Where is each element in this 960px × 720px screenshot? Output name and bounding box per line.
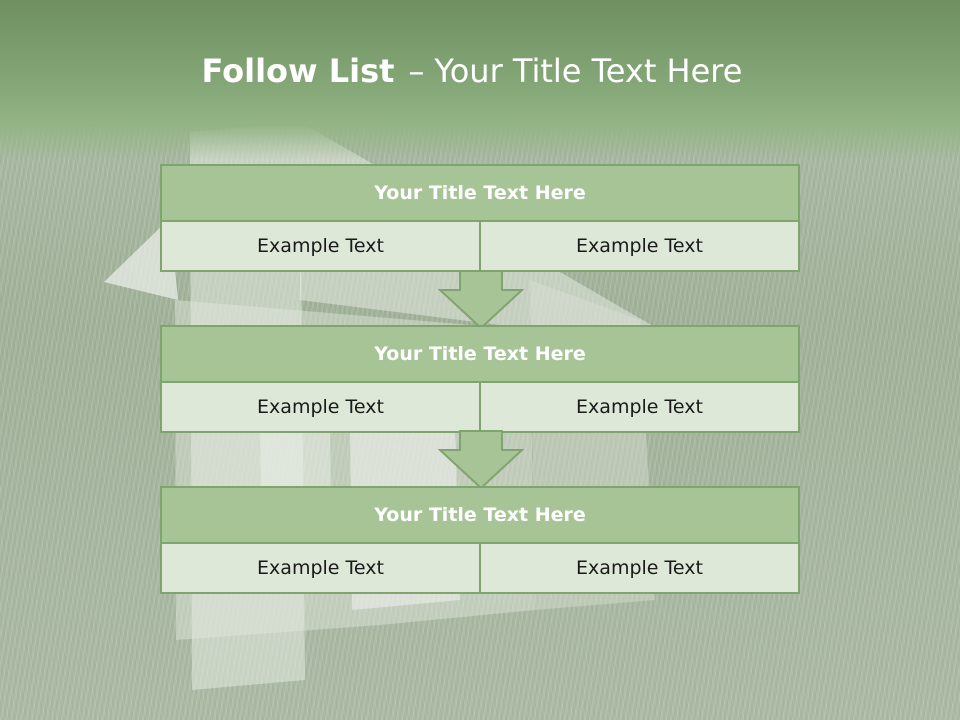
title-dash: – xyxy=(408,52,425,90)
block-title: Your Title Text Here xyxy=(162,166,798,222)
block-cell-left: Example Text xyxy=(162,544,479,592)
block-cell-right: Example Text xyxy=(479,383,798,431)
title-rest: Your Title Text Here xyxy=(434,52,743,90)
list-block-1: Your Title Text Here Example Text Exampl… xyxy=(160,164,800,272)
slide-title: Follow List–Your Title Text Here xyxy=(0,52,944,90)
title-bold: Follow List xyxy=(201,52,395,90)
block-title: Your Title Text Here xyxy=(162,327,798,383)
block-cell-right: Example Text xyxy=(479,222,798,270)
block-row: Example Text Example Text xyxy=(162,222,798,270)
list-block-3: Your Title Text Here Example Text Exampl… xyxy=(160,486,800,594)
block-cell-left: Example Text xyxy=(162,222,479,270)
block-row: Example Text Example Text xyxy=(162,383,798,431)
header-band xyxy=(0,0,960,160)
down-arrow-1 xyxy=(438,270,524,330)
down-arrow-2 xyxy=(438,430,524,490)
block-cell-left: Example Text xyxy=(162,383,479,431)
block-title: Your Title Text Here xyxy=(162,488,798,544)
list-block-2: Your Title Text Here Example Text Exampl… xyxy=(160,325,800,433)
block-cell-right: Example Text xyxy=(479,544,798,592)
block-row: Example Text Example Text xyxy=(162,544,798,592)
